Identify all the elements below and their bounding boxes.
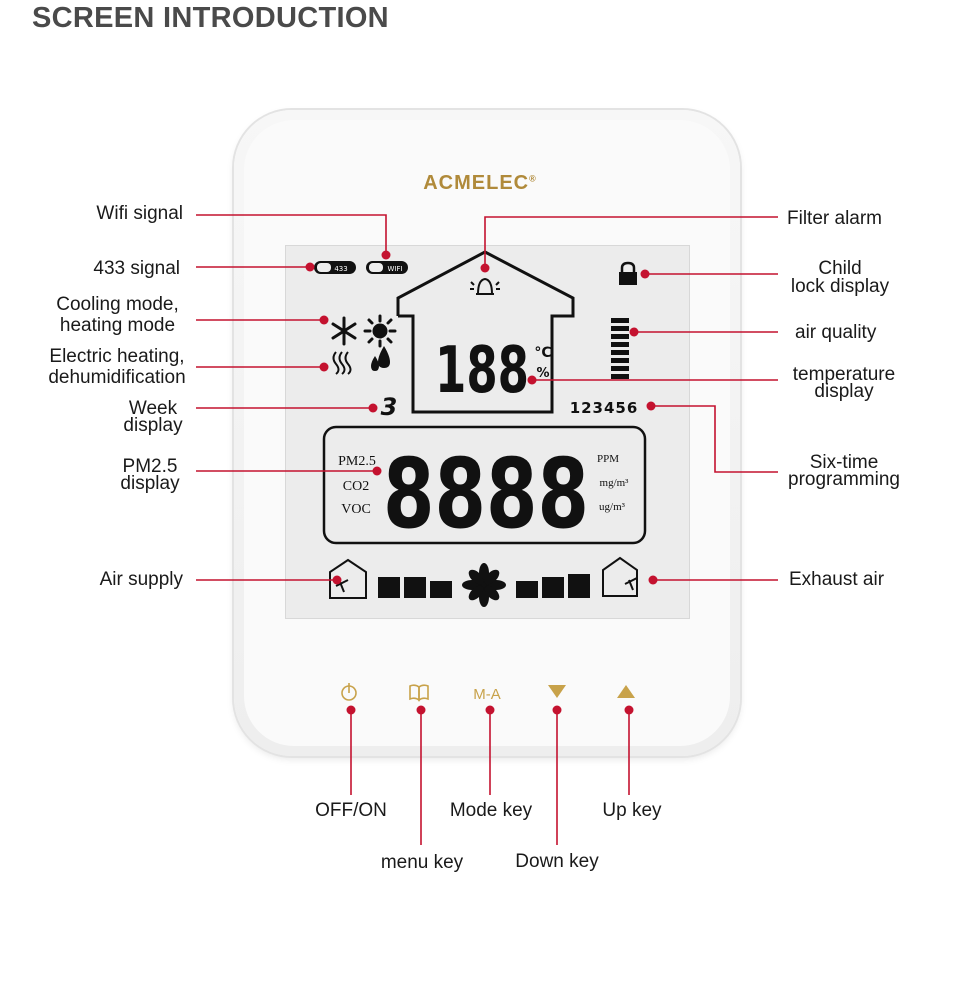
pollutant-voc: VOC <box>341 502 371 517</box>
unit-percent: % <box>536 366 549 381</box>
pollutant-pm25: PM2.5 <box>338 454 376 469</box>
brand-logo: ACMELEC® <box>0 172 960 195</box>
callout-six-line1: Six-time <box>809 452 879 473</box>
down-key[interactable] <box>548 685 566 698</box>
air-quality-bars <box>611 318 629 379</box>
callout-433-signal: 433 signal <box>93 258 180 279</box>
power-key[interactable] <box>341 683 357 701</box>
brand-name: ACMELEC <box>423 172 530 194</box>
week-digit: 3 <box>381 393 398 421</box>
callout-up-key: Up key <box>602 800 662 821</box>
callout-off-on: OFF/ON <box>315 800 387 821</box>
callout-electric-dehumid: Electric heating, dehumidification <box>34 346 200 388</box>
wifi-signal-text: WIFI <box>387 265 402 273</box>
mode-key[interactable]: M-A <box>473 686 501 703</box>
air-supply-house-icon <box>329 558 367 599</box>
callout-air-quality: air quality <box>795 322 877 343</box>
callout-cooling-heating: Cooling mode, heating mode <box>40 294 195 336</box>
main-readout-digits: 8888 <box>383 438 589 550</box>
callout-pm25-line2: display <box>120 473 180 494</box>
callout-temp-line1: temperature <box>792 364 896 385</box>
lcd-screen <box>285 245 690 619</box>
signal-433-text: 433 <box>334 265 347 273</box>
lock-icon <box>619 261 637 285</box>
callout-week-line2: display <box>123 415 183 436</box>
callout-pm25-line1: PM2.5 <box>122 456 178 477</box>
wifi-signal-badge: WIFI <box>366 261 408 274</box>
unit-mg-m3: mg/m³ <box>600 477 630 489</box>
snowflake-icon <box>331 316 357 346</box>
callout-child-line2: lock display <box>790 276 890 297</box>
callout-child-line1: Child <box>818 258 862 279</box>
page-title: SCREEN INTRODUCTION <box>32 2 389 34</box>
callout-electric-line2: dehumidification <box>48 367 186 388</box>
readout-box <box>322 425 647 545</box>
callout-temperature-display: temperature display <box>780 364 908 402</box>
temperature-digits: 188 <box>435 334 529 408</box>
callout-electric-line1: Electric heating, <box>49 346 185 367</box>
droplet-icon <box>371 346 390 371</box>
pollutant-co2: CO2 <box>343 479 369 494</box>
callout-menu-key: menu key <box>380 852 464 873</box>
callout-wifi-signal: Wifi signal <box>96 203 183 224</box>
callout-six-time: Six-time programming <box>776 452 912 490</box>
callout-week-line1: Week <box>128 398 178 419</box>
signal-433-badge: 433 <box>314 261 356 274</box>
fan-icon <box>462 563 506 607</box>
callout-mode-key: Mode key <box>449 800 533 821</box>
callout-pm25-display: PM2.5 display <box>105 456 195 494</box>
callout-temp-line2: display <box>814 381 874 402</box>
menu-key[interactable] <box>409 684 429 702</box>
unit-ppm: PPM <box>597 453 619 465</box>
sun-icon <box>363 314 397 348</box>
callout-cooling-line1: Cooling mode, <box>56 294 179 315</box>
fan-speed-left <box>378 577 452 598</box>
callout-child-lock: Child lock display <box>776 258 904 297</box>
callout-cooling-line2: heating mode <box>59 315 176 336</box>
house-outline <box>396 250 575 414</box>
bell-icon <box>470 277 500 295</box>
callout-exhaust-air: Exhaust air <box>789 569 885 590</box>
callout-week-display: Week display <box>108 398 198 436</box>
fan-speed-right <box>516 574 590 598</box>
unit-ug-m3: ug/m³ <box>599 501 626 513</box>
callout-down-key: Down key <box>515 851 599 872</box>
callout-air-supply: Air supply <box>99 569 183 590</box>
callout-lines <box>196 214 778 845</box>
unit-celsius: °C <box>534 345 551 361</box>
program-slots: 123456 <box>570 399 639 417</box>
up-key[interactable] <box>617 685 635 698</box>
callout-six-line2: programming <box>788 469 900 490</box>
exhaust-air-house-icon <box>602 556 638 597</box>
callout-dots <box>305 250 658 715</box>
heater-icon <box>332 351 352 375</box>
brand-mark: ® <box>529 173 537 184</box>
callout-filter-alarm: Filter alarm <box>787 208 883 229</box>
